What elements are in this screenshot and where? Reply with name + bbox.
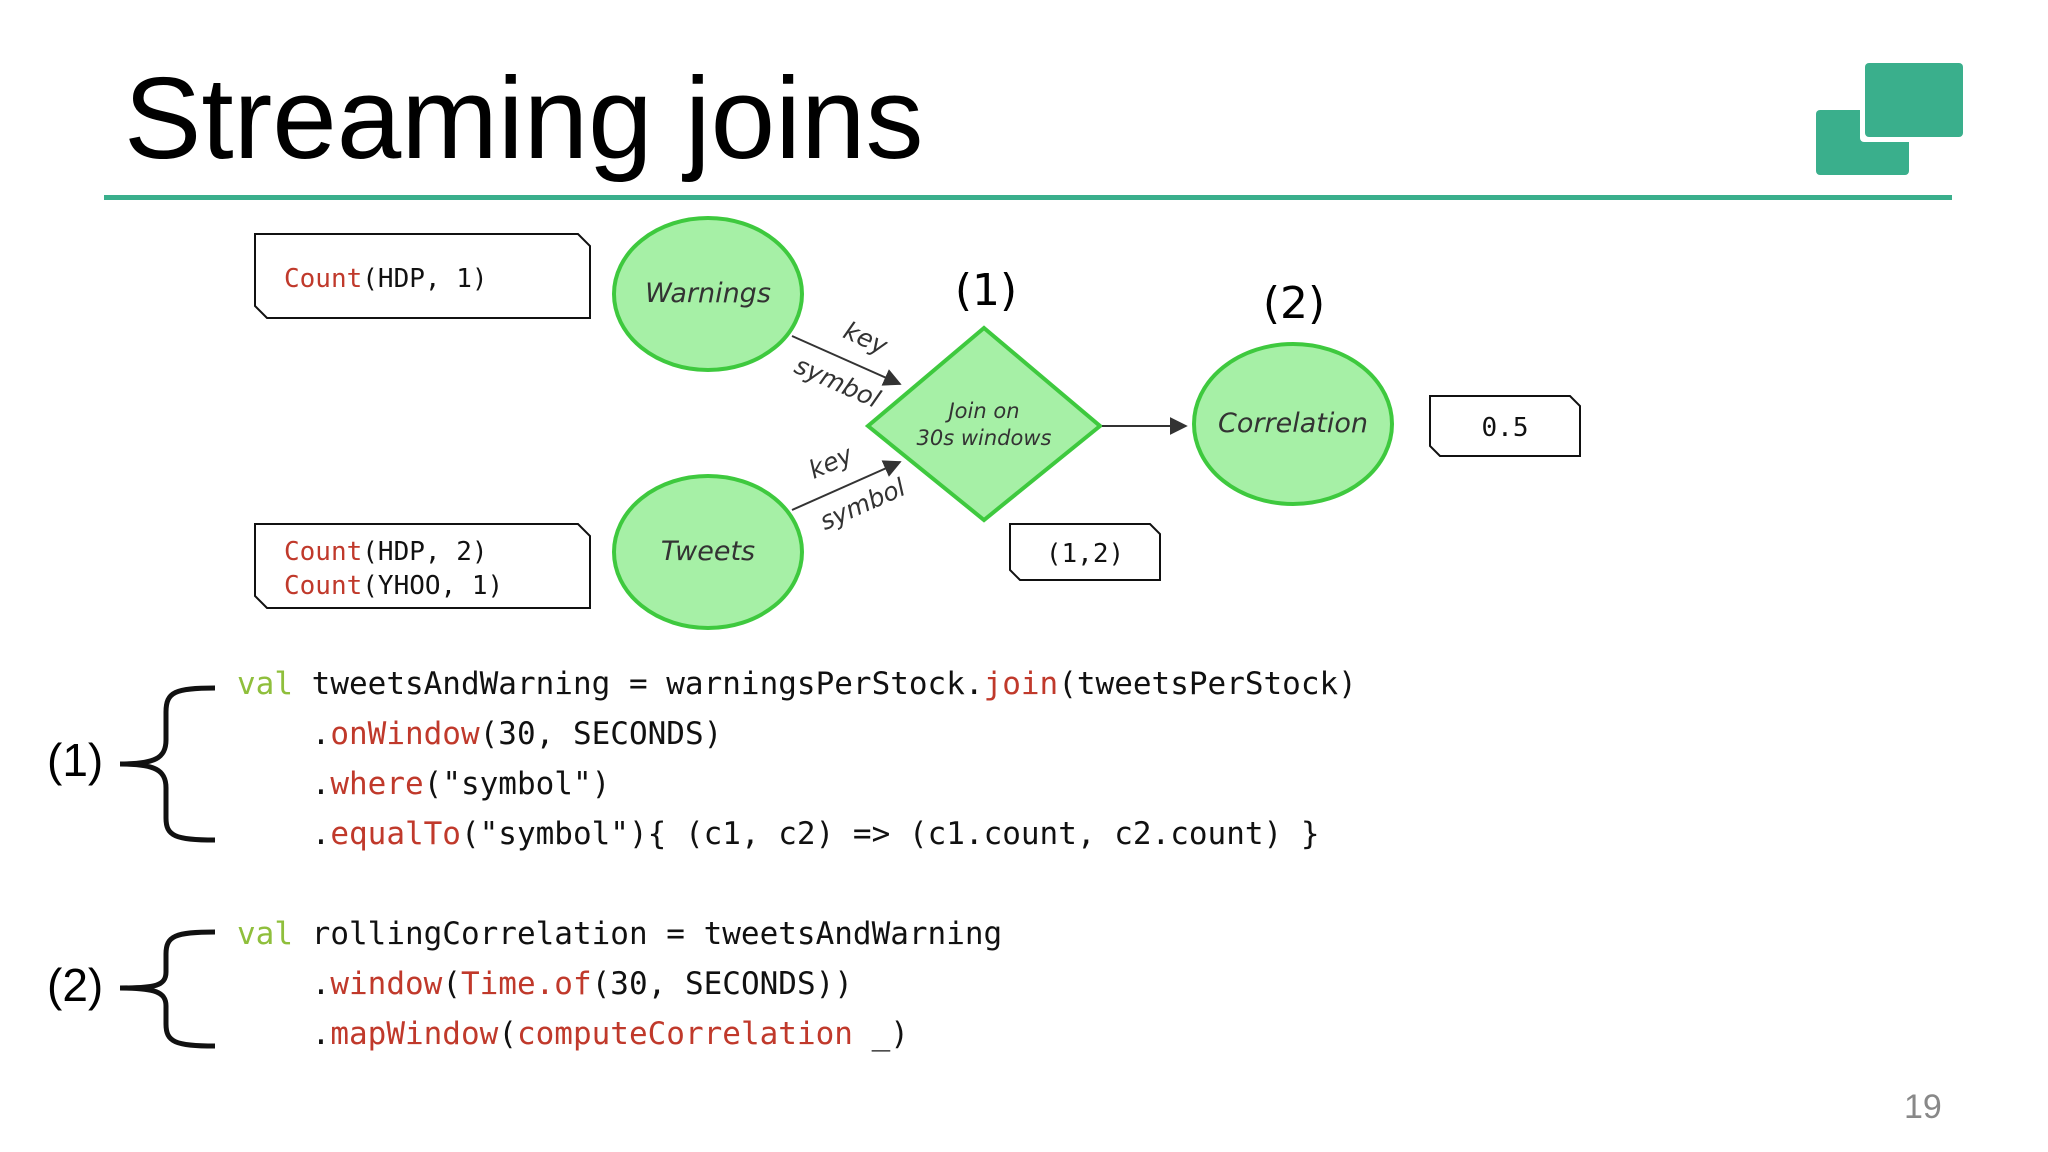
code-text: ("symbol"){ (c1, c2) => (c1.count, c2.co… (460, 816, 1320, 852)
code-text: tweetsAndWarning = warningsPerStock. (293, 666, 984, 702)
code-line: val rollingCorrelation = tweetsAndWarnin… (237, 916, 1002, 952)
correlation-label: Correlation (1218, 408, 1368, 439)
code-line: .window(Time.of(30, SECONDS)) (237, 966, 853, 1002)
code-block-1-label: (1) (47, 734, 104, 786)
code-method: computeCorrelation (516, 1016, 853, 1052)
tweets-node: Tweets (612, 474, 804, 630)
code-method: where (330, 766, 424, 802)
count-fn: Count (284, 537, 362, 567)
join-label-line2: 30s windows (917, 426, 1052, 450)
code-method: equalTo (330, 816, 461, 852)
code-text: rollingCorrelation = tweetsAndWarning (293, 916, 1003, 952)
edge-label-key: key (804, 439, 858, 484)
join-label-line1: Join on (944, 399, 1019, 423)
edge-label-key: key (839, 316, 893, 361)
count-args: (HDP, 1) (362, 264, 487, 294)
edge-tweets-join (791, 460, 902, 511)
brace-block-1 (119, 685, 216, 843)
svg-text:Count(HDP, 2): Count(HDP, 2) (284, 537, 488, 567)
correlation-result-box: 0.5 (1429, 395, 1581, 457)
step-label-correlation: (2) (1263, 278, 1325, 329)
code-keyword: val (237, 666, 293, 702)
code-method: Time.of (460, 966, 592, 1002)
edge-label-symbol: symbol (815, 473, 909, 536)
warnings-count-box: Count(HDP, 1) (254, 233, 591, 319)
code-line: .mapWindow(computeCorrelation _) (237, 1016, 909, 1052)
page-number: 19 (1904, 1088, 1942, 1126)
code-line: .onWindow(30, SECONDS) (237, 716, 723, 752)
code-method: join (983, 666, 1059, 702)
join-node: Join on 30s windows (864, 325, 1104, 523)
code-text: . (237, 766, 331, 802)
title-underline (104, 195, 1952, 200)
code-text: (tweetsPerStock) (1058, 666, 1357, 702)
code-text: . (237, 966, 331, 1002)
code-line: .equalTo("symbol"){ (c1, c2) => (c1.coun… (237, 816, 1320, 852)
tweets-count-box: Count(HDP, 2) Count(YHOO, 1) (254, 523, 591, 609)
code-text: (30, SECONDS)) (591, 966, 853, 1002)
svg-text:Count(HDP, 1): Count(HDP, 1) (284, 264, 488, 294)
code-method: onWindow (330, 716, 480, 752)
warnings-label: Warnings (645, 278, 771, 309)
count-args: (YHOO, 1) (362, 571, 503, 601)
count-fn: Count (284, 571, 362, 601)
edge-label-symbol: symbol (790, 351, 884, 414)
count-fn: Count (284, 264, 362, 294)
join-result-box: (1,2) (1009, 523, 1161, 581)
join-result-value: (1,2) (1046, 539, 1124, 569)
brace-block-2 (119, 929, 216, 1049)
code-text: . (237, 816, 331, 852)
tweets-label: Tweets (661, 536, 755, 567)
code-text: _) (852, 1016, 909, 1052)
step-label-join: (1) (955, 265, 1017, 316)
warnings-node: Warnings (612, 216, 804, 372)
logo-block-front (1865, 63, 1963, 137)
code-text: ( (498, 1016, 517, 1052)
count-args: (HDP, 2) (362, 537, 487, 567)
code-text: (30, SECONDS) (479, 716, 723, 752)
slide-title: Streaming joins (124, 53, 924, 183)
svg-text:Count(YHOO, 1): Count(YHOO, 1) (284, 571, 503, 601)
code-keyword: val (237, 916, 293, 952)
correlation-node: Correlation (1192, 342, 1394, 506)
code-method: window (330, 966, 443, 1002)
code-text: . (237, 716, 331, 752)
code-text: ( (442, 966, 461, 1002)
code-line: val tweetsAndWarning = warningsPerStock.… (237, 666, 1357, 702)
edge-warnings-join (791, 335, 902, 386)
code-method: mapWindow (330, 1016, 499, 1052)
correlation-result-value: 0.5 (1482, 413, 1529, 443)
code-text: ("symbol") (423, 766, 611, 802)
code-text: . (237, 1016, 331, 1052)
code-line: .where("symbol") (237, 766, 611, 802)
code-block-2-label: (2) (47, 959, 104, 1011)
